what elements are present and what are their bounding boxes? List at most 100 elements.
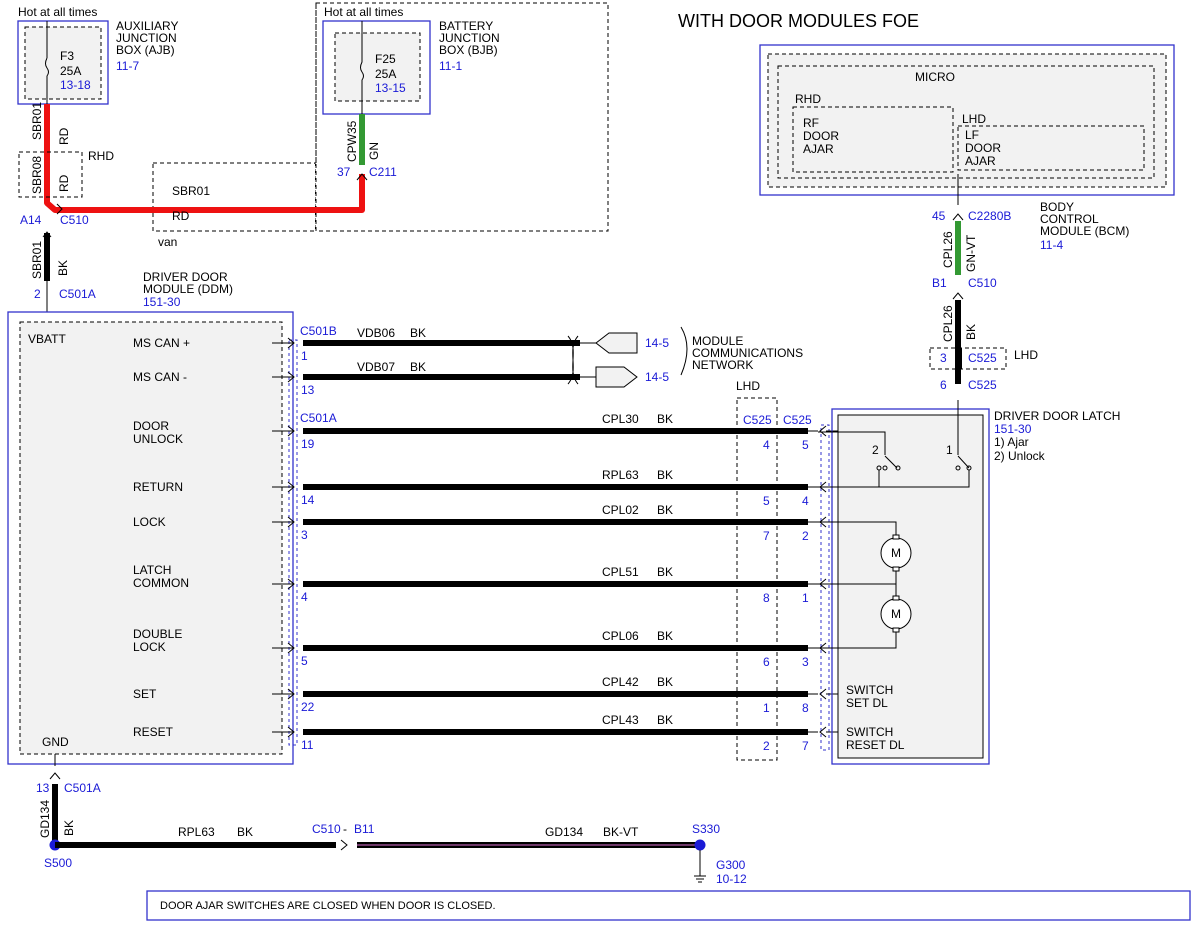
bjb-fuse-amps: 25A xyxy=(375,67,396,81)
gn-label: GN xyxy=(367,142,381,160)
footnote-box: DOOR AJAR SWITCHES ARE CLOSED WHEN DOOR … xyxy=(146,890,1191,921)
driver-door-latch: DRIVER DOOR LATCH 151-30 1) Ajar 2) Unlo… xyxy=(818,400,1120,765)
can-page-ref: 14-5 xyxy=(645,336,669,350)
c525-in-pin: 4 xyxy=(763,438,770,452)
latch-legend-unlock: 2) Unlock xyxy=(994,449,1046,463)
c525-in-pin: 1 xyxy=(763,701,770,715)
ddm-feed-circuit: SBR01 BK 2 C501A xyxy=(30,231,96,312)
s500-label: S500 xyxy=(44,856,72,870)
cpl26-green-label: CPL26 xyxy=(941,231,955,268)
bcm-lhd-label: LHD xyxy=(962,112,986,126)
can-color-label: BK xyxy=(410,326,426,340)
c510-label: C510 xyxy=(60,213,89,227)
c525-in-label: C525 xyxy=(743,413,772,427)
micro-label: MICRO xyxy=(915,70,955,84)
ddm-pin-number: 13 xyxy=(301,383,315,397)
ddm-pin-number: 22 xyxy=(301,700,315,714)
c525-out-label: C525 xyxy=(783,413,812,427)
ajb-hot-label: Hot at all times xyxy=(18,5,97,19)
van-label: van xyxy=(158,235,177,249)
c525-in-pin: 7 xyxy=(763,529,770,543)
gd134-vertical-label: GD134 xyxy=(38,800,52,838)
c510-dash: - xyxy=(343,822,347,836)
c525-out-pin: 4 xyxy=(802,494,809,508)
latch-circuit-label: CPL42 xyxy=(602,675,639,689)
ddm-pin-number: 14 xyxy=(301,493,315,507)
bjb-hot-label: Hot at all times xyxy=(324,5,403,19)
c525-out-pin: 8 xyxy=(802,701,809,715)
c525-in-pin: 5 xyxy=(763,494,770,508)
pin-45: 45 xyxy=(932,209,946,223)
bk-gnd-vertical-label: BK xyxy=(62,820,76,836)
latch-circuit-label: CPL06 xyxy=(602,629,639,643)
can-output-flag xyxy=(595,366,638,388)
ddm-pin-number: 3 xyxy=(301,528,308,542)
ddm-ref: 151-30 xyxy=(143,295,181,309)
c525-bcm-label: C525 xyxy=(968,378,997,392)
cpw35-label: CPW35 xyxy=(345,120,359,162)
ajb-fuse-ref: 13-18 xyxy=(60,78,91,92)
switch-1-number: 1 xyxy=(946,443,953,457)
latch-legend-ajar: 1) Ajar xyxy=(994,435,1029,449)
latch-color-label: BK xyxy=(657,675,673,689)
switch-2-number: 2 xyxy=(872,443,879,457)
latch-color-label: BK xyxy=(657,503,673,517)
lhd-c525-label: LHD xyxy=(1014,348,1038,362)
c525-in-pin: 8 xyxy=(763,591,770,605)
bjb-fuse-number: F25 xyxy=(375,52,396,66)
rhd-label: RHD xyxy=(88,149,114,163)
gnvt-label: GN-VT xyxy=(964,234,978,272)
latch-pin-arrow xyxy=(819,425,827,437)
bcm-rhd-label: RHD xyxy=(795,92,821,106)
latch-color-label: BK xyxy=(657,713,673,727)
c510-gnd-label: C510 xyxy=(312,822,341,836)
pin-b1: B1 xyxy=(932,276,947,290)
ddm-pin-arrow xyxy=(287,425,295,437)
bjb-page-ref: 11-1 xyxy=(439,59,462,73)
latch-circuit-label: CPL30 xyxy=(602,412,639,426)
pin-13-gnd: 13 xyxy=(36,781,50,795)
pin-2: 2 xyxy=(34,287,41,301)
c525-in-pin: 2 xyxy=(763,739,770,753)
latch-color-label: BK xyxy=(657,468,673,482)
ddm-pin-label: SET xyxy=(133,687,157,701)
ddm-pin-number: 11 xyxy=(301,738,314,752)
can-circuit-label: VDB07 xyxy=(357,360,395,374)
ddm-pin-arrow xyxy=(287,371,295,383)
green-feed-circuit: CPW35 GN 37 C211 xyxy=(337,114,397,181)
ddm-pin-arrow xyxy=(287,688,295,700)
ddm-pin-number: 4 xyxy=(301,590,308,604)
ddm-pin-arrow xyxy=(287,726,295,738)
latch-circuit-label: RPL63 xyxy=(602,468,639,482)
c525-out-pin: 2 xyxy=(802,529,809,543)
ajb-page-ref: 11-7 xyxy=(116,59,139,73)
c525-lhd-label: LHD xyxy=(736,379,760,393)
ajb-fuse-amps: 25A xyxy=(60,64,81,78)
footnote-text: DOOR AJAR SWITCHES ARE CLOSED WHEN DOOR … xyxy=(160,900,496,912)
c211-label: C211 xyxy=(369,165,397,179)
sbr01-run-label: SBR01 xyxy=(172,184,210,198)
bk-ddm-label: BK xyxy=(56,260,70,276)
red-feed-circuit: SBR01 RD RHD SBR08 RD A14 C510 SBR01 RD xyxy=(18,102,365,227)
pin-a14: A14 xyxy=(20,213,42,227)
rd2-vertical-label: RD xyxy=(57,174,71,192)
can-circuit-label: VDB06 xyxy=(357,326,395,340)
can-input-flag xyxy=(595,332,638,354)
latch-pin-arrow xyxy=(819,726,827,738)
c525-in-pin: 6 xyxy=(763,655,770,669)
c501b-label: C501B xyxy=(300,324,337,338)
ddm-pin-label: LOCK xyxy=(133,515,166,529)
vbatt-label: VBATT xyxy=(28,332,66,346)
